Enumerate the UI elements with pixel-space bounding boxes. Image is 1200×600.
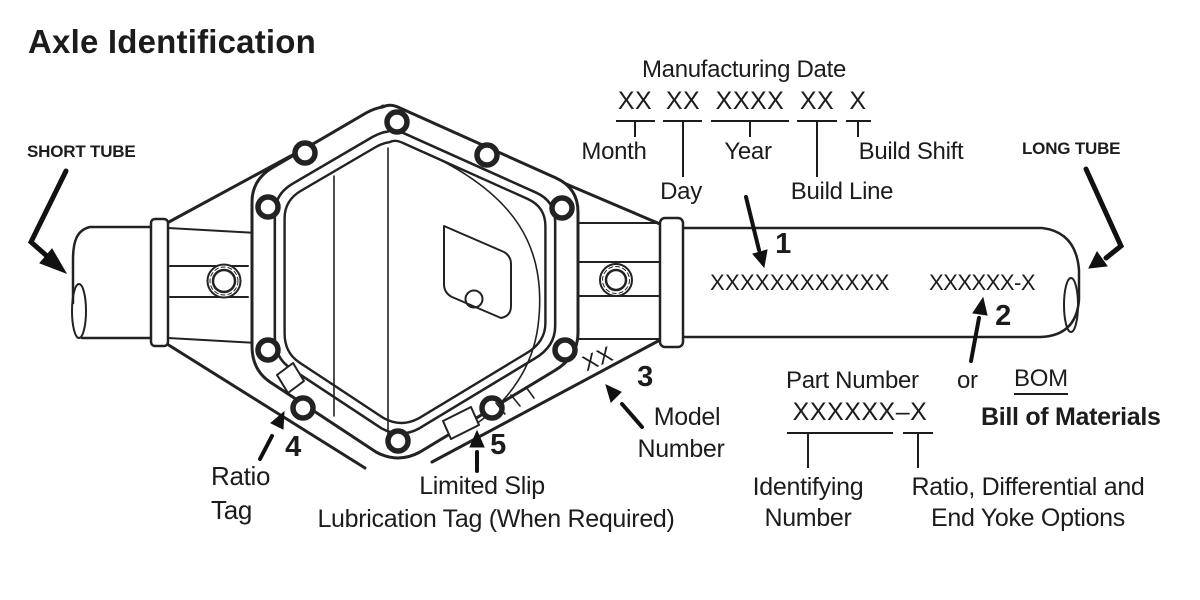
short-tube-shape xyxy=(71,225,155,340)
callout-3-arrow xyxy=(605,384,644,429)
fill-plug-bump xyxy=(443,225,512,319)
callout-5: 5 xyxy=(490,429,506,461)
right-yoke-thread xyxy=(602,266,630,294)
part-stamp: XXXXXX-X xyxy=(929,270,1036,295)
identifying-number-label-line2: Number xyxy=(764,504,852,532)
date-group-build-shift: X xyxy=(849,87,867,115)
date-group-build-line: XX xyxy=(799,87,835,115)
date-group-month: XX xyxy=(617,87,653,115)
day-label: Day xyxy=(660,178,702,205)
bill-of-materials-label: Bill of Materials xyxy=(981,403,1161,431)
short-tube-arrow xyxy=(27,168,69,274)
callout-2-arrow xyxy=(969,296,988,363)
left-yoke-thread xyxy=(209,266,239,296)
ratio-tag-label-line2: Tag xyxy=(211,495,253,525)
identifying-number-label-line1: Identifying xyxy=(752,473,864,501)
short-tube-label: SHORT TUBE xyxy=(27,142,136,161)
long-tube-endcap xyxy=(1063,277,1079,333)
page-title: Axle Identification xyxy=(28,23,317,60)
right-yoke-bore xyxy=(604,268,628,292)
callout-arrows xyxy=(27,166,1125,473)
left-neck-edges xyxy=(167,227,259,344)
part-number-pattern: XXXXXX–X xyxy=(792,398,928,426)
options-label-line1: Ratio, Differential and xyxy=(911,473,1145,501)
build-line-label: Build Line xyxy=(790,178,894,205)
build-shift-label: Build Shift xyxy=(858,138,964,165)
bom-label: BOM xyxy=(1014,366,1068,395)
part-number-ticks xyxy=(787,432,933,468)
year-label: Year xyxy=(724,138,772,165)
callout-5-arrow xyxy=(469,429,485,473)
callout-1-arrow xyxy=(744,195,768,269)
model-number-label-line2: Number xyxy=(637,435,725,463)
right-flange xyxy=(658,216,685,349)
callout-4: 4 xyxy=(285,431,301,463)
model-number-label-line1: Model xyxy=(653,403,721,431)
limited-slip-label-line1: Limited Slip xyxy=(419,472,545,500)
right-yoke-boss xyxy=(599,263,633,297)
left-yoke-lines xyxy=(169,265,249,298)
ratio-tag-shape xyxy=(276,362,305,394)
date-group-day: XX xyxy=(665,87,701,115)
limited-slip-tag-shape xyxy=(442,406,480,440)
long-tube-label: LONG TUBE xyxy=(1022,139,1121,158)
long-tube-arrow xyxy=(1083,166,1125,269)
left-flange xyxy=(149,217,170,348)
limited-slip-label-line2: Lubrication Tag (When Required) xyxy=(317,505,675,533)
fill-plug xyxy=(464,289,484,309)
or-label: or xyxy=(957,367,978,394)
cover-bolts xyxy=(255,109,578,454)
options-label-line2: End Yoke Options xyxy=(931,504,1125,532)
callout-1: 1 xyxy=(775,228,791,260)
short-tube-endcap xyxy=(71,283,87,339)
part-number-label: Part Number xyxy=(786,367,919,394)
rim-hatching xyxy=(495,386,535,415)
callout-2: 2 xyxy=(995,300,1011,332)
date-field-ticks xyxy=(616,120,871,177)
serial-stamp: XXXXXXXXXXXX xyxy=(710,270,890,295)
manufacturing-date-title: Manufacturing Date xyxy=(641,56,847,83)
callout-4-arrow xyxy=(258,410,285,461)
month-label: Month xyxy=(581,138,647,165)
left-yoke-bore xyxy=(211,268,237,294)
date-group-year: XXXX xyxy=(715,87,785,115)
ratio-tag-label-line1: Ratio xyxy=(211,461,271,491)
callout-3: 3 xyxy=(637,361,653,393)
